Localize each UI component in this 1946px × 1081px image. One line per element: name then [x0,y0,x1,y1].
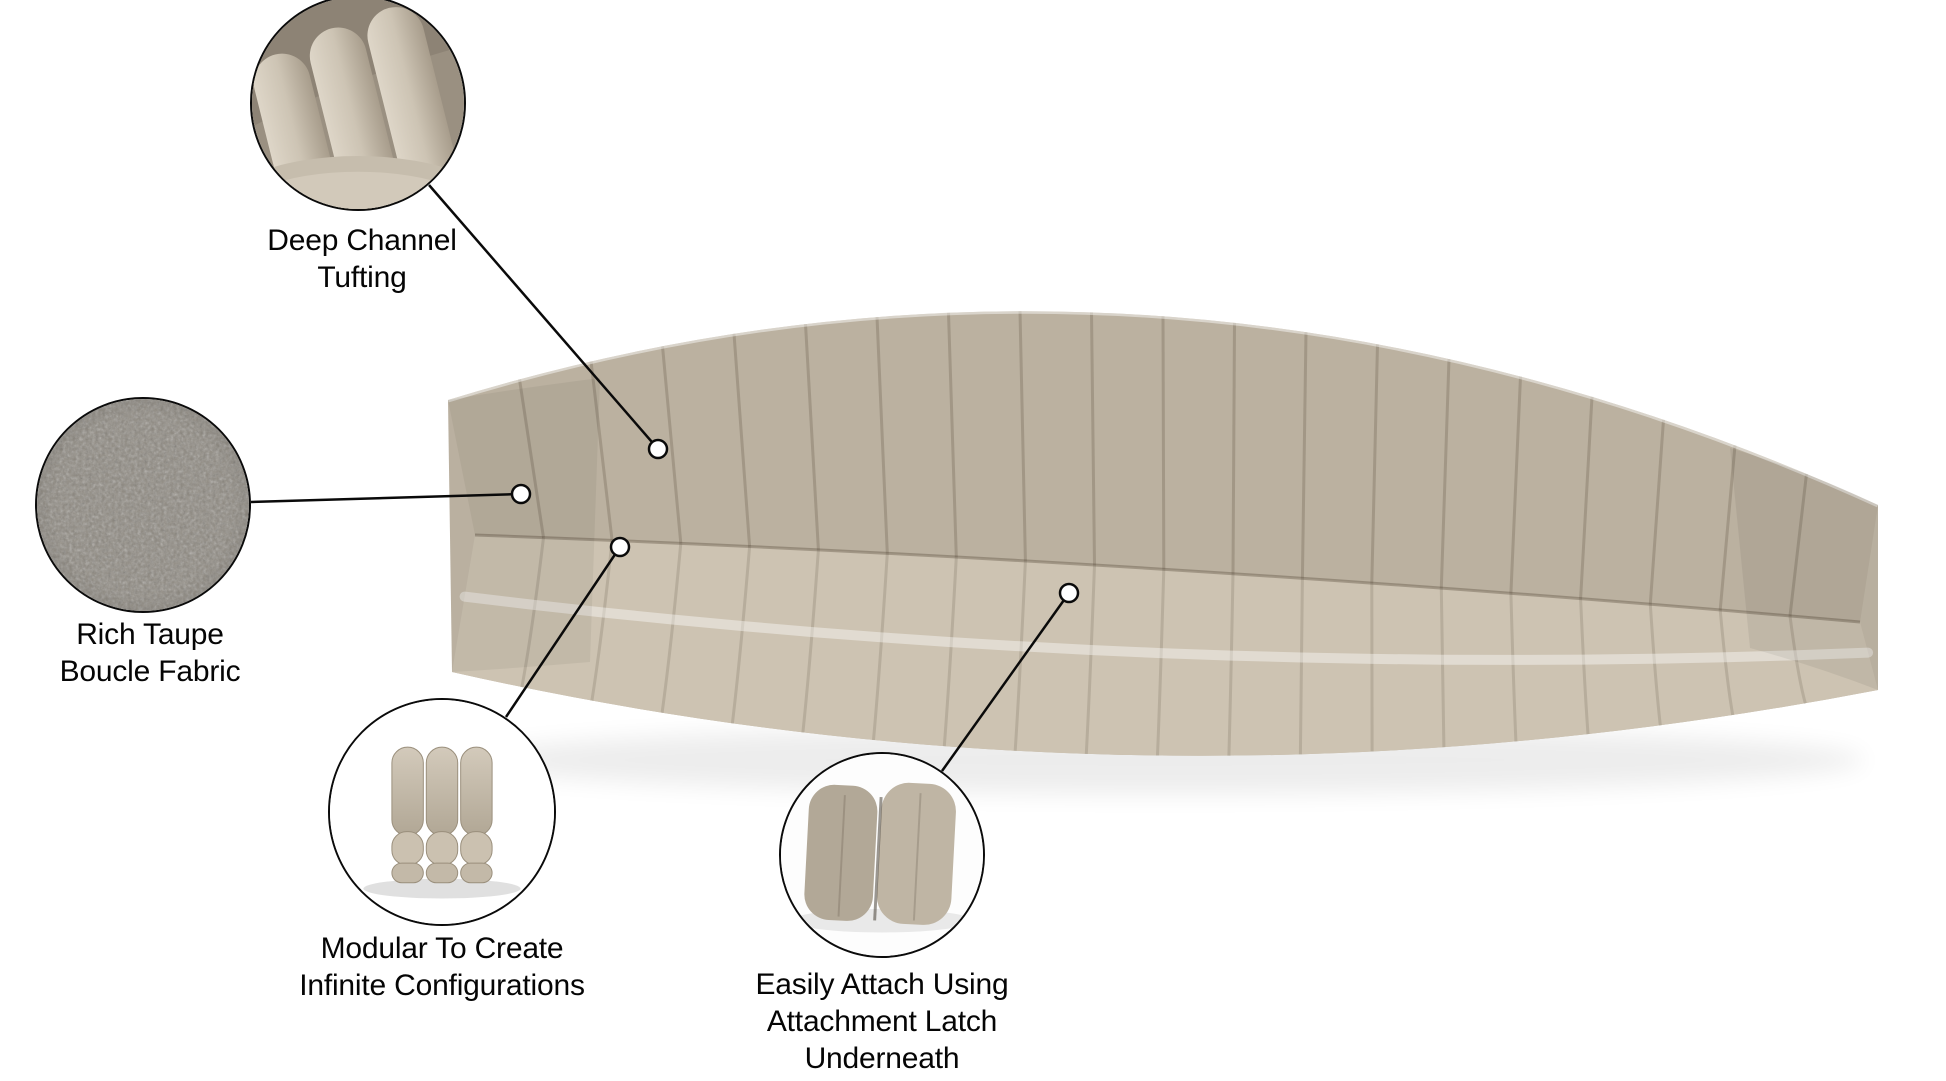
callout-label-line: Modular To Create [320,932,564,965]
channel-tufting-closeup-art [252,0,464,209]
sofa-backrest [448,311,1878,622]
right-end-shade [1730,448,1878,690]
callout-label-line: Rich Taupe [76,618,224,651]
fabric-swatch-image [35,397,251,613]
seat-back-seam [474,533,1861,624]
callout-label-fabric: Rich Taupe Boucle Fabric [0,616,300,690]
callout-label-attach: Easily Attach Using Attachment Latch Und… [662,966,1102,1078]
modular-chair-thumbnail-art [330,700,554,924]
leader-line-tufting [428,184,659,450]
callout-label-line: Tufting [317,261,407,295]
callout-label-line: Boucle Fabric [59,655,241,689]
callout-label-modular: Modular To Create Infinite Configuration… [172,930,712,1004]
callout-dot-fabric [510,483,532,505]
callout-label-line: Deep Channel [267,224,457,257]
attachment-seam-closeup-art [781,754,983,956]
callout-label-line: Easily Attach Using [755,968,1009,1001]
callout-dot-attach [1058,582,1080,604]
leader-line-attach [940,592,1071,772]
boucle-fabric-swatch-art [37,399,249,611]
channel-tufting-lines [459,311,1874,756]
attachment-closeup-image [779,752,985,958]
leader-line-modular [504,546,622,718]
callout-dot-tufting [647,438,669,460]
sofa-seat [452,535,1878,756]
callout-label-line: Infinite Configurations [299,969,585,1003]
callout-label-tufting: Deep Channel Tufting [182,222,542,296]
modular-chair-image [328,698,556,926]
left-end-shade [448,378,600,672]
back-rim-highlight [447,308,1880,508]
tufting-closeup-image [250,0,466,211]
callout-dot-modular [609,536,631,558]
callout-label-line: Underneath [804,1042,960,1076]
callout-label-line: Attachment Latch [766,1005,998,1039]
leader-line-fabric [250,492,522,504]
